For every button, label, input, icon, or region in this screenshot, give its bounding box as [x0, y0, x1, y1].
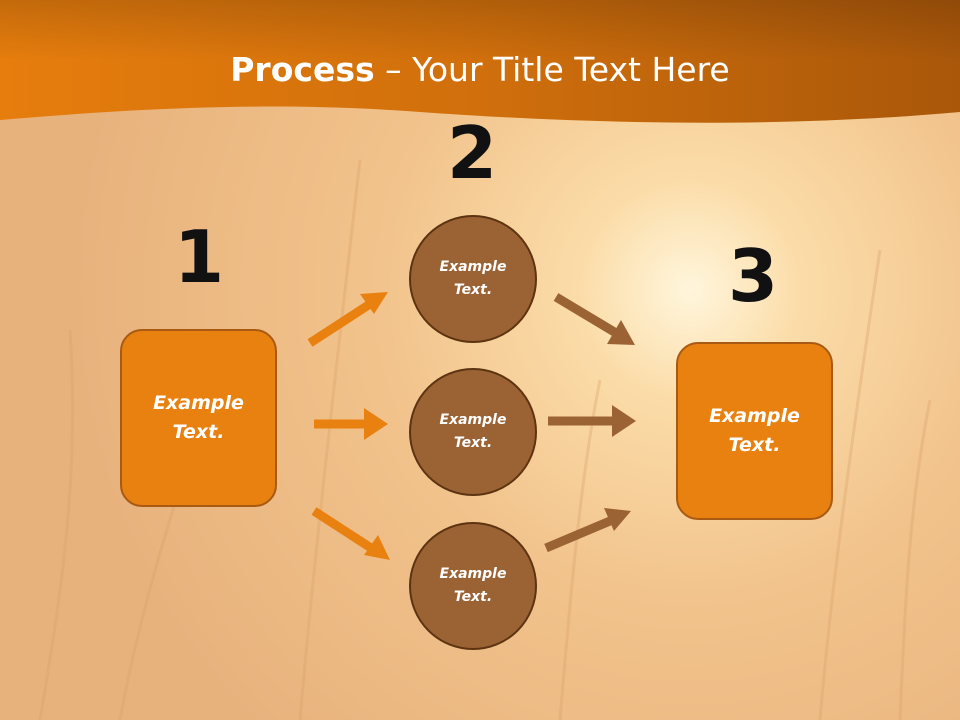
arrow-top-to-3	[553, 293, 619, 337]
step-number-1: 1	[173, 215, 225, 299]
arrowheads	[360, 292, 636, 560]
slide-title: Process – Your Title Text Here	[0, 50, 960, 89]
step-3-text: Example Text.	[709, 405, 800, 456]
wheat-stalks	[38, 159, 932, 720]
circle-top-text: Example Text.	[439, 259, 507, 298]
circle-top: Example Text.	[409, 215, 537, 343]
circle-middle: Example Text.	[409, 368, 537, 496]
step-3-box: Example Text.	[676, 342, 833, 520]
arrow-bottom-to-3	[544, 516, 612, 553]
title-rest: – Your Title Text Here	[374, 50, 730, 89]
step-1-box: Example Text.	[120, 329, 277, 507]
step-number-2: 2	[446, 111, 498, 195]
circle-bottom-text: Example Text.	[439, 566, 507, 605]
circle-middle-text: Example Text.	[439, 412, 507, 451]
arrow-1-to-bottom	[311, 507, 374, 552]
title-bold: Process	[230, 50, 375, 89]
step-number-3: 3	[727, 234, 779, 318]
arrow-1-to-top	[307, 300, 373, 347]
circle-bottom: Example Text.	[409, 522, 537, 650]
step-1-text: Example Text.	[153, 392, 244, 443]
